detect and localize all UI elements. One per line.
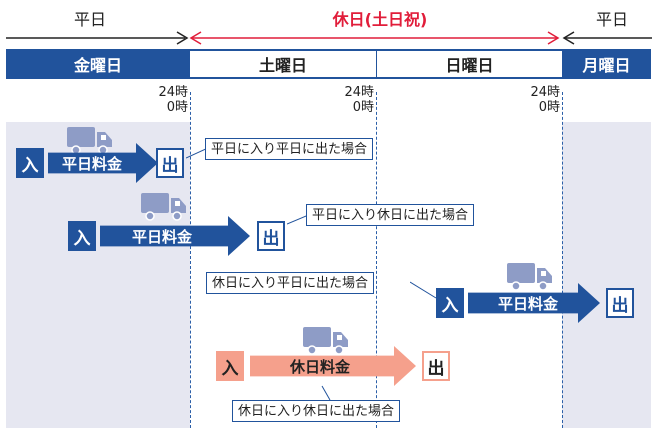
callout-pointer-1	[186, 147, 208, 159]
day-friday: 金曜日	[6, 49, 190, 79]
fee-label-3: 平日料金	[498, 294, 559, 313]
holiday-label: 休日(土日祝)	[332, 10, 428, 29]
fee-label-2: 平日料金	[132, 227, 193, 246]
entry-badge-1: 入	[16, 148, 44, 178]
case-note-1: 平日に入り平日に出た場合	[205, 138, 374, 160]
boundary-line-1	[190, 92, 191, 428]
case-note-3: 休日に入り平日に出た場合	[206, 272, 375, 294]
time-marker-3: 24時 0時	[530, 85, 560, 115]
exit-badge-1: 出	[156, 148, 184, 178]
weekday-label-right: 平日	[595, 10, 628, 29]
fee-label-4: 休日料金	[290, 357, 351, 376]
exit-badge-4: 出	[422, 351, 450, 381]
truck-icon	[67, 127, 112, 155]
truck-icon	[141, 193, 186, 221]
weekday-label-left: 平日	[73, 10, 106, 29]
weekday-arrowhead-right	[562, 31, 575, 45]
entry-badge-3: 入	[436, 288, 464, 318]
boundary-line-2	[376, 92, 377, 428]
time-hour-3: 24時	[530, 85, 560, 100]
exit-badge-3: 出	[606, 288, 634, 318]
callout-pointer-3	[410, 281, 437, 299]
weekday-arrowhead-left	[176, 31, 189, 45]
time-hour-1: 24時	[158, 85, 188, 100]
truck-icon	[507, 263, 552, 291]
time-marker-2: 24時 0時	[344, 85, 374, 115]
period-arrows	[6, 31, 652, 45]
time-zero-1: 0時	[166, 100, 188, 115]
case-note-4: 休日に入り休日に出た場合	[232, 400, 401, 422]
fee-label-1: 平日料金	[62, 154, 123, 173]
boundary-line-3	[562, 92, 563, 428]
time-zero-2: 0時	[352, 100, 374, 115]
holiday-arrowhead-left	[189, 31, 202, 45]
entry-badge-4: 入	[216, 351, 244, 381]
weekday-zone-right	[562, 122, 651, 428]
time-hour-2: 24時	[344, 85, 374, 100]
time-marker-1: 24時 0時	[158, 85, 188, 115]
exit-badge-2: 出	[257, 221, 285, 251]
day-monday: 月曜日	[562, 49, 651, 79]
day-saturday: 土曜日	[190, 49, 376, 79]
day-sunday: 日曜日	[376, 49, 562, 79]
truck-icon	[303, 327, 348, 355]
callout-pointer-4	[321, 385, 331, 401]
time-zero-3: 0時	[538, 100, 560, 115]
case-note-2: 平日に入り休日に出た場合	[306, 204, 475, 226]
holiday-arrowhead-right	[547, 31, 560, 45]
entry-badge-2: 入	[68, 221, 96, 251]
